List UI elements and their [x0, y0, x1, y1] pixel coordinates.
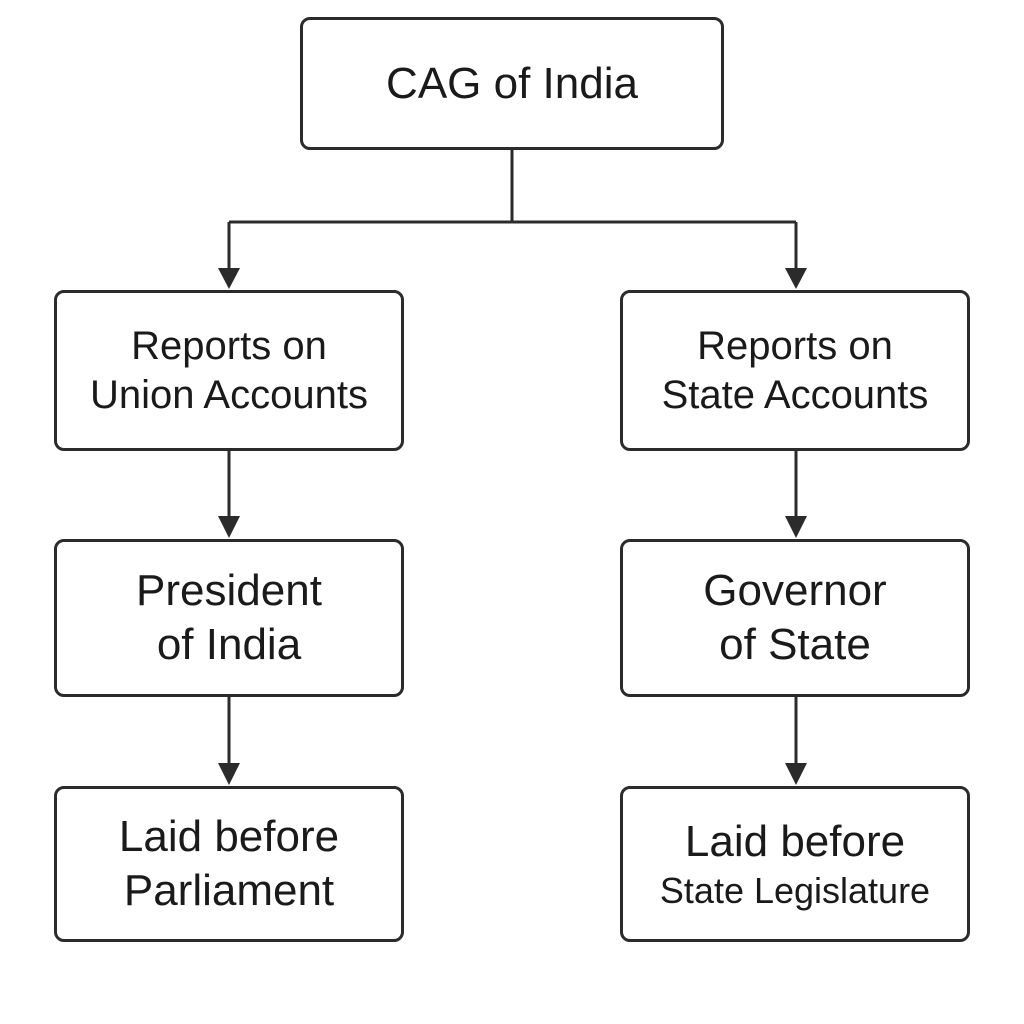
node-state-legislature-line1: Laid before — [684, 817, 906, 867]
node-governor-line2: of State — [719, 620, 871, 669]
arrowhead-president — [218, 516, 240, 538]
node-cag-of-india: CAG of India — [300, 17, 724, 150]
node-governor-line1: Governor — [703, 566, 887, 616]
node-laid-before-state-legislature: Laid before State Legislature — [620, 786, 970, 942]
node-parliament-line1: Laid before — [118, 812, 340, 862]
node-cag-label: CAG of India — [386, 58, 638, 108]
arrowhead-governor — [785, 516, 807, 538]
arrowhead-parliament — [218, 763, 240, 785]
arrowhead-state-legislature — [785, 763, 807, 785]
arrowhead-state-reports — [785, 268, 807, 289]
node-state-reports-line1: Reports on — [697, 323, 893, 368]
node-union-accounts-reports: Reports on Union Accounts — [54, 290, 404, 451]
node-state-legislature-line2: State Legislature — [659, 869, 931, 911]
node-laid-before-parliament: Laid before Parliament — [54, 786, 404, 942]
node-president-of-india: President of India — [54, 539, 404, 697]
node-state-reports-line2: State Accounts — [661, 372, 929, 417]
node-state-accounts-reports: Reports on State Accounts — [620, 290, 970, 451]
node-union-reports-line2: Union Accounts — [90, 372, 368, 417]
node-governor-of-state: Governor of State — [620, 539, 970, 697]
node-union-reports-line1: Reports on — [131, 323, 327, 368]
arrowhead-union-reports — [218, 268, 240, 289]
node-president-line2: of India — [156, 620, 302, 669]
node-president-line1: President — [136, 566, 322, 616]
node-parliament-line2: Parliament — [123, 866, 335, 915]
